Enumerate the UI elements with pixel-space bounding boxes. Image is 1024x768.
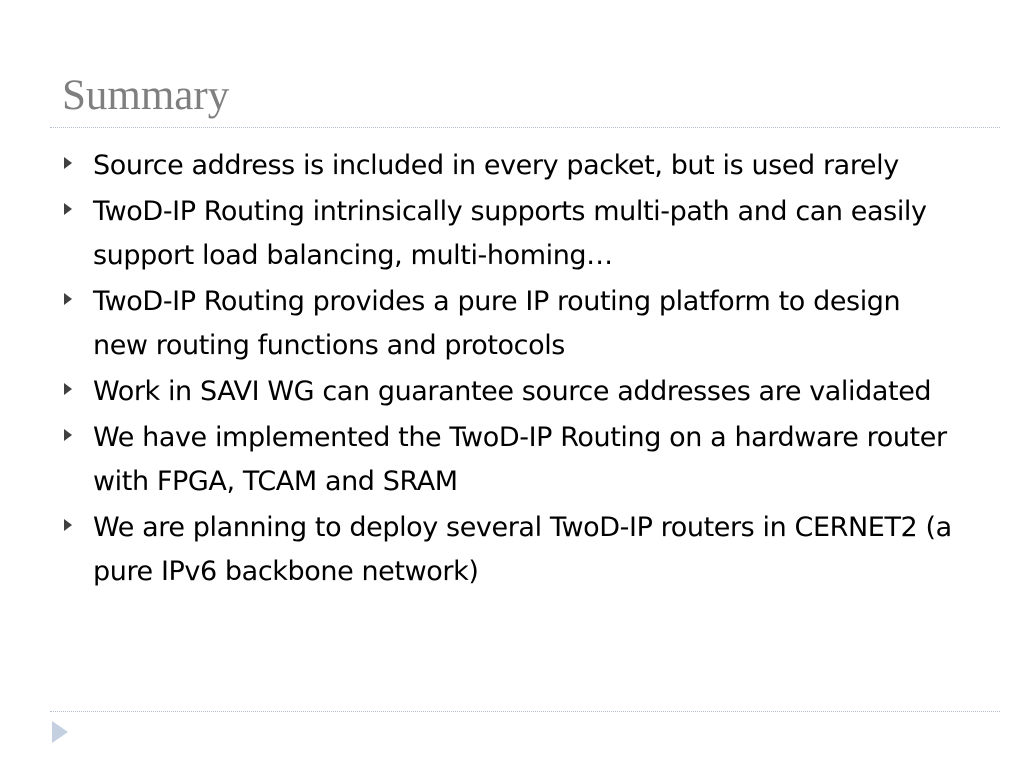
triangle-bullet-icon: [64, 429, 72, 441]
bullet-text: We have implemented the TwoD-IP Routing …: [93, 422, 947, 497]
triangle-arrow-icon: [52, 721, 68, 743]
triangle-bullet-icon: [64, 203, 72, 215]
bullet-text: We are planning to deploy several TwoD-I…: [93, 512, 952, 587]
slide-title: Summary: [62, 72, 230, 119]
triangle-bullet-icon: [64, 293, 72, 305]
bullet-text: TwoD-IP Routing provides a pure IP routi…: [93, 286, 901, 361]
bullet-item: Work in SAVI WG can guarantee source add…: [62, 370, 962, 414]
bullet-item: We have implemented the TwoD-IP Routing …: [62, 416, 962, 504]
bullet-item: Source address is included in every pack…: [62, 144, 962, 188]
triangle-bullet-icon: [64, 157, 72, 169]
bullet-text: Source address is included in every pack…: [93, 150, 899, 181]
bullet-list: Source address is included in every pack…: [62, 144, 962, 596]
title-divider: [50, 127, 1000, 128]
bullet-item: TwoD-IP Routing provides a pure IP routi…: [62, 280, 962, 368]
triangle-bullet-icon: [64, 383, 72, 395]
triangle-bullet-icon: [64, 519, 72, 531]
bullet-text: TwoD-IP Routing intrinsically supports m…: [93, 196, 927, 271]
bullet-item: We are planning to deploy several TwoD-I…: [62, 506, 962, 594]
bullet-item: TwoD-IP Routing intrinsically supports m…: [62, 190, 962, 278]
bullet-text: Work in SAVI WG can guarantee source add…: [93, 376, 932, 407]
footer-divider: [50, 711, 1000, 712]
